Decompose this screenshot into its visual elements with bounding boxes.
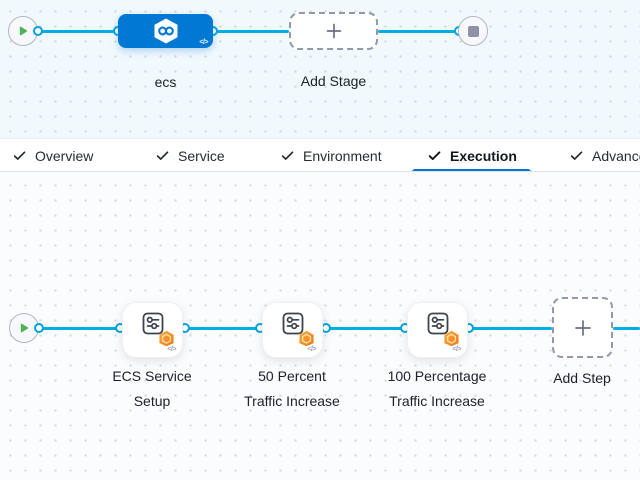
execution-start-node bbox=[9, 313, 39, 343]
pipeline-wire bbox=[613, 326, 640, 330]
add-stage-button[interactable] bbox=[289, 12, 378, 50]
pipeline-wire bbox=[185, 326, 262, 330]
step-label-line1: 100 Percentage bbox=[387, 368, 487, 384]
plus-icon bbox=[325, 22, 343, 40]
code-brackets-icon: </> bbox=[167, 346, 176, 353]
sliders-step-icon bbox=[423, 309, 453, 339]
pipeline-wire bbox=[38, 29, 118, 33]
pipeline-end-node bbox=[458, 16, 488, 46]
pipeline-wire bbox=[39, 326, 122, 330]
deploy-hexagon-infinity-icon bbox=[153, 17, 179, 45]
tab-label: Service bbox=[178, 147, 225, 164]
add-step-label: Add Step bbox=[553, 370, 611, 386]
step-label-line2: Traffic Increase bbox=[244, 393, 340, 409]
check-icon bbox=[12, 148, 27, 163]
step-label-line2: Setup bbox=[133, 393, 171, 409]
tab-label: Overview bbox=[35, 147, 94, 164]
code-brackets-icon: </> bbox=[199, 39, 208, 46]
sliders-step-icon bbox=[138, 309, 168, 339]
code-brackets-icon: </> bbox=[307, 346, 316, 353]
check-icon bbox=[280, 148, 295, 163]
stage-node-ecs[interactable]: </> bbox=[118, 14, 213, 48]
aws-ecs-hexagon-icon bbox=[298, 330, 315, 347]
tab-service[interactable]: Service bbox=[155, 139, 225, 171]
play-icon bbox=[18, 322, 30, 334]
step-node-50-percent-traffic-increase[interactable]: </> bbox=[262, 302, 323, 358]
wire-connector-dot bbox=[33, 26, 43, 36]
step-label: ECS Service Setup bbox=[82, 364, 222, 414]
check-icon bbox=[569, 148, 584, 163]
pipeline-wire bbox=[326, 326, 407, 330]
step-node-ecs-service-setup[interactable]: </> bbox=[122, 302, 183, 358]
tab-environment[interactable]: Environment bbox=[280, 139, 382, 171]
active-tab-underline bbox=[412, 169, 531, 171]
add-step-button[interactable] bbox=[552, 297, 613, 358]
tab-overview[interactable]: Overview bbox=[12, 139, 94, 171]
pipeline-wire bbox=[213, 29, 289, 33]
pipeline-wire bbox=[378, 29, 459, 33]
check-icon bbox=[155, 148, 170, 163]
tab-label: Environment bbox=[303, 147, 382, 164]
aws-ecs-hexagon-icon bbox=[158, 330, 175, 347]
check-icon bbox=[427, 148, 442, 163]
step-label-line1: ECS Service bbox=[112, 368, 192, 384]
step-node-100-percentage-traffic-increase[interactable]: </> bbox=[407, 302, 468, 358]
tab-label: Advanced bbox=[592, 147, 640, 164]
wire-connector-dot bbox=[34, 323, 44, 333]
add-stage-label: Add Stage bbox=[300, 73, 367, 89]
sliders-step-icon bbox=[278, 309, 308, 339]
play-icon bbox=[17, 25, 29, 37]
step-label: 50 Percent Traffic Increase bbox=[222, 364, 362, 414]
stage-config-tabbar: Overview Service Environment Execution A… bbox=[0, 138, 640, 172]
step-label-line1: 50 Percent bbox=[258, 368, 326, 384]
tab-advanced[interactable]: Advanced bbox=[569, 139, 640, 171]
pipeline-wire bbox=[468, 326, 552, 330]
code-brackets-icon: </> bbox=[452, 346, 461, 353]
tab-execution[interactable]: Execution bbox=[412, 139, 531, 171]
stage-label: ecs bbox=[154, 74, 177, 90]
execution-step-canvas: </> ECS Service Setup bbox=[0, 172, 640, 480]
aws-ecs-hexagon-icon bbox=[443, 330, 460, 347]
stop-icon bbox=[467, 25, 479, 37]
step-label-line2: Traffic Increase bbox=[389, 393, 485, 409]
stage-canvas: </> ecs Add Stage bbox=[0, 0, 640, 138]
plus-icon bbox=[573, 318, 593, 338]
step-label: 100 Percentage Traffic Increase bbox=[367, 364, 507, 414]
tab-label: Execution bbox=[450, 147, 517, 164]
